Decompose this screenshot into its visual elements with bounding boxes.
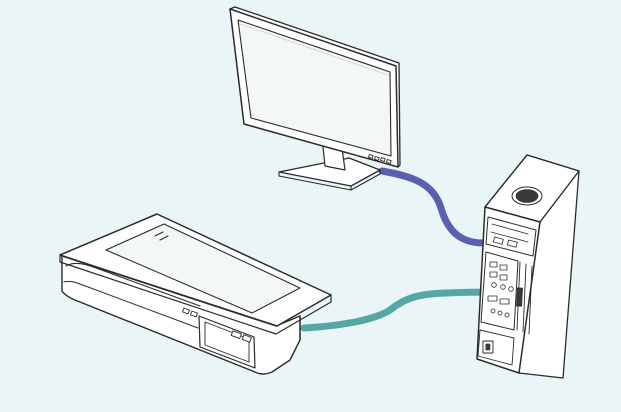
cable-scanner-to-computer <box>300 288 497 332</box>
monitor-screen <box>237 19 392 157</box>
tower-psu <box>485 216 537 257</box>
tower-fan-grille <box>511 186 543 206</box>
tower-expansion-slots <box>516 261 533 335</box>
monitor <box>229 6 401 191</box>
scanner-buttons <box>182 307 252 343</box>
desktop-tower <box>476 154 580 379</box>
scanner-glass <box>105 223 301 314</box>
tower-ports <box>487 261 514 318</box>
cables <box>300 167 497 332</box>
monitor-buttons <box>368 154 392 164</box>
tower-io-panel <box>480 251 519 331</box>
flatbed-scanner <box>59 213 332 375</box>
scanner-front-panel <box>198 315 256 369</box>
cable-monitor-to-computer <box>378 167 494 247</box>
